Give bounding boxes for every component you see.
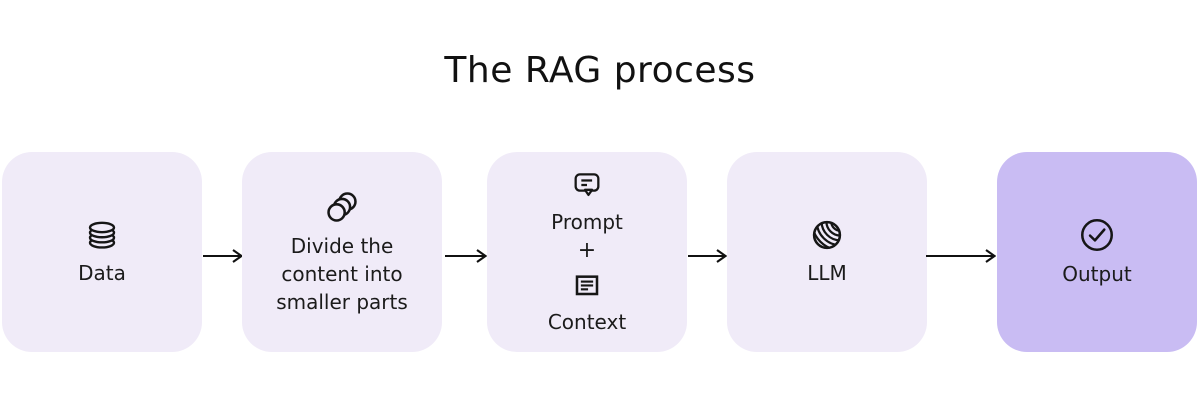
plus-sign: +: [577, 237, 597, 263]
step-label: Data: [78, 261, 126, 285]
step-label-prompt: Prompt: [551, 209, 623, 234]
database-icon: [84, 217, 120, 253]
step-data: Data: [2, 152, 202, 352]
sphere-icon: [809, 217, 845, 253]
flow-arrow: [203, 248, 243, 264]
step-label: Output: [1062, 262, 1132, 286]
step-label: LLM: [807, 261, 847, 285]
step-llm: LLM: [727, 152, 927, 352]
step-label-context: Context: [547, 310, 627, 335]
flow-arrow: [926, 248, 996, 264]
flow-arrow: [445, 248, 487, 264]
step-output: Output: [997, 152, 1197, 352]
step-divide: Divide the content into smaller parts: [242, 152, 442, 352]
page-title: The RAG process: [444, 50, 756, 91]
split-circles-icon: [323, 188, 361, 226]
document-icon: [571, 270, 603, 302]
step-label: Divide the content into smaller parts: [276, 234, 408, 314]
chat-bubble-icon: [570, 168, 604, 202]
flow-arrow: [688, 248, 727, 264]
step-prompt-context: Prompt + Context: [487, 152, 687, 352]
check-circle-icon: [1078, 216, 1116, 254]
